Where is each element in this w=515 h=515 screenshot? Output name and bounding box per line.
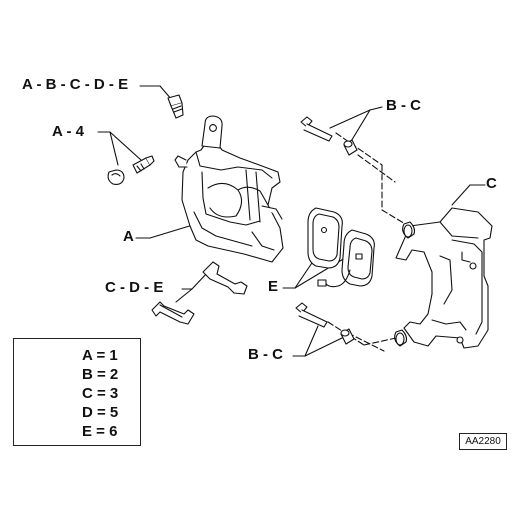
brake-caliper bbox=[174, 115, 284, 263]
legend-row-b: B = 2 bbox=[82, 366, 119, 383]
brake-pad-inner bbox=[307, 207, 343, 269]
legend-box: A = 1 B = 2 C = 3 D = 5 E = 6 bbox=[13, 338, 141, 446]
pad-retaining-spring bbox=[151, 261, 248, 325]
bolt-upper bbox=[300, 116, 333, 142]
callout-bc-top: B - C bbox=[386, 97, 421, 114]
legend-row-a: A = 1 bbox=[82, 347, 118, 364]
callout-a: A bbox=[123, 228, 134, 245]
caliper-carrier-bracket bbox=[394, 207, 493, 349]
reference-code: AA2280 bbox=[459, 433, 507, 450]
callout-bc-bottom: B - C bbox=[248, 346, 283, 363]
bush-lower bbox=[340, 328, 355, 345]
callout-cde: C - D - E bbox=[105, 279, 164, 296]
fixing-bolt-top bbox=[167, 94, 184, 119]
legend-row-c: C = 3 bbox=[82, 385, 119, 402]
guide-pin-with-clip bbox=[107, 155, 155, 185]
bolt-lower bbox=[295, 302, 328, 328]
legend-row-d: D = 5 bbox=[82, 404, 119, 421]
legend-row-e: E = 6 bbox=[82, 423, 118, 440]
callout-c: C bbox=[486, 175, 497, 192]
callout-e: E bbox=[268, 278, 279, 295]
callout-abcde: A - B - C - D - E bbox=[22, 76, 129, 93]
bush-upper bbox=[343, 139, 358, 156]
callout-a4: A - 4 bbox=[52, 123, 84, 140]
wear-sensor-wire bbox=[317, 269, 351, 288]
